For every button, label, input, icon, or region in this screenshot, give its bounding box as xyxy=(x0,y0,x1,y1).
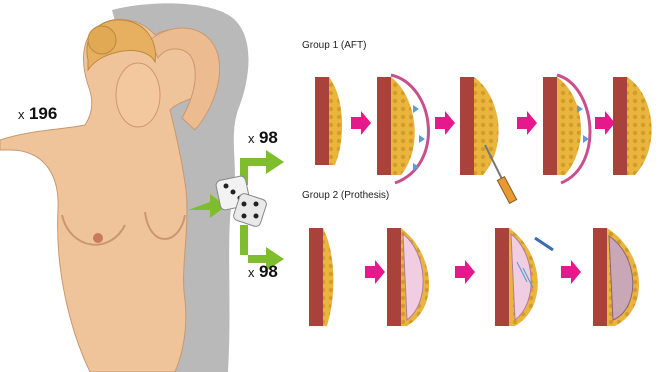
group-bottom-count: x 98 xyxy=(248,262,278,282)
female-torso-illustration xyxy=(0,19,214,372)
total-count-prefix: x xyxy=(18,107,25,122)
group2-step-3 xyxy=(495,228,553,326)
face xyxy=(116,63,160,127)
randomization-graphic xyxy=(188,130,298,280)
left-nipple xyxy=(93,233,103,243)
group1-title: Group 1 (AFT) xyxy=(302,40,366,51)
hair-bun xyxy=(88,26,116,54)
group1-step-4 xyxy=(543,75,590,183)
group2-sequence xyxy=(295,222,661,332)
group1-step-3 xyxy=(460,77,517,203)
group2-arrow-1 xyxy=(365,260,385,284)
group1-arrow-3 xyxy=(517,111,537,135)
group-top-count-value: 98 xyxy=(259,128,278,147)
group1-step-5 xyxy=(613,77,652,175)
group1-step-2 xyxy=(377,75,428,183)
group2-arrow-2 xyxy=(455,260,475,284)
needle-icon xyxy=(535,238,553,250)
group1-arrow-1 xyxy=(351,111,371,135)
dice-icon xyxy=(215,175,267,227)
group-top-count: x 98 xyxy=(248,128,278,148)
group-top-count-prefix: x xyxy=(248,131,255,146)
arrow-up-branch xyxy=(240,150,284,185)
group2-arrow-3 xyxy=(561,260,581,284)
group2-step-2 xyxy=(387,228,429,326)
total-count-value: 196 xyxy=(29,104,57,123)
group1-sequence xyxy=(295,65,661,205)
group-bottom-count-value: 98 xyxy=(259,262,278,281)
syringe-icon xyxy=(485,145,517,203)
group1-arrow-4 xyxy=(595,111,615,135)
group1-step-1 xyxy=(315,77,342,165)
total-count: x 196 xyxy=(18,104,57,124)
group1-arrow-2 xyxy=(435,111,455,135)
group-bottom-count-prefix: x xyxy=(248,265,255,280)
group2-step-1 xyxy=(309,228,333,326)
group2-step-4 xyxy=(593,228,639,326)
